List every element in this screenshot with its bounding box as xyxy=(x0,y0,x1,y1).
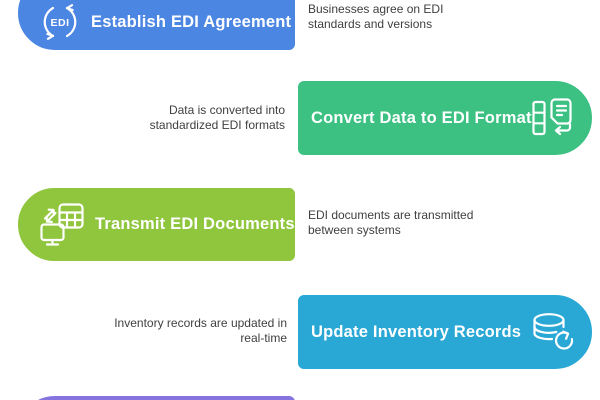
step-2-description: Data is converted into standardized EDI … xyxy=(149,103,285,132)
document-conversion-icon xyxy=(532,98,572,136)
step-4-description: Inventory records are updated in real-ti… xyxy=(114,316,287,345)
step-1-description: Businesses agree on EDI standards and ve… xyxy=(308,2,444,31)
step-5-pill xyxy=(15,393,298,400)
step-4-pill: Update Inventory Records xyxy=(295,292,595,372)
monitor-transfer-icon xyxy=(40,202,84,246)
step-1-title: Establish EDI Agreement xyxy=(91,12,292,31)
step-2-title: Convert Data to EDI Format xyxy=(311,108,532,127)
step-1-pill: EDI Establish EDI Agreement xyxy=(15,0,298,53)
edi-badge-icon: EDI xyxy=(43,4,77,40)
step-3-pill: Transmit EDI Documents xyxy=(15,185,298,264)
step-4-title: Update Inventory Records xyxy=(311,322,522,341)
step-3-description: EDI documents are transmitted between sy… xyxy=(308,208,474,237)
step-3-title: Transmit EDI Documents xyxy=(95,215,295,233)
step-2-pill: Convert Data to EDI Format xyxy=(295,78,595,158)
database-refresh-icon xyxy=(533,313,574,350)
edi-badge-label: EDI xyxy=(50,17,69,29)
